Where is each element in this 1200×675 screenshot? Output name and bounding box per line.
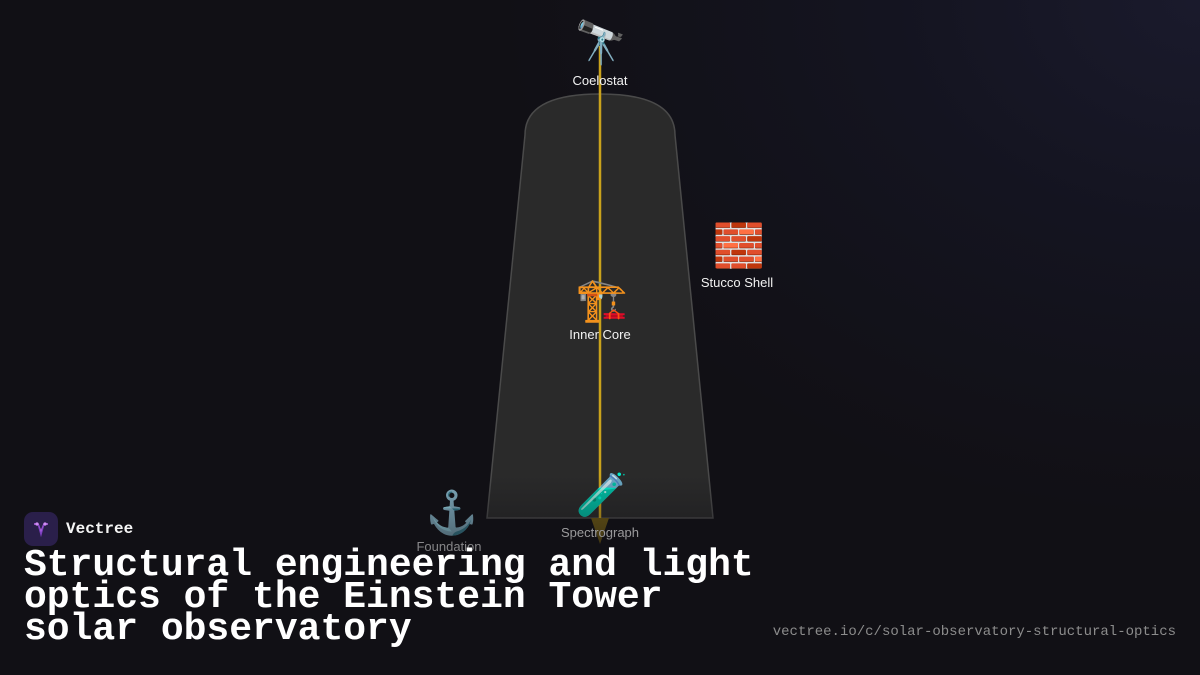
brick-icon: 🧱 (712, 222, 766, 269)
telescope-icon: 🔭 (574, 19, 628, 66)
node-label-stucco-shell: Stucco Shell (700, 275, 774, 290)
crane-icon: 🏗️ (575, 276, 629, 323)
node-label-spectrograph: Spectrograph (560, 525, 640, 540)
source-url[interactable]: vectree.io/c/solar-observatory-structura… (772, 624, 1176, 640)
logo-mark (34, 522, 48, 538)
test-tube-icon: 🧪 (575, 471, 629, 518)
vectree-logo-icon (24, 512, 58, 546)
node-label-coelostat: Coelostat (572, 73, 628, 88)
node-label-inner-core: Inner Core (569, 327, 631, 342)
brand-name: Vectree (66, 520, 134, 538)
anchor-icon: ⚓ (425, 489, 479, 536)
brand: Vectree (24, 512, 133, 546)
page-title: Structural engineering and light optics … (24, 544, 754, 651)
